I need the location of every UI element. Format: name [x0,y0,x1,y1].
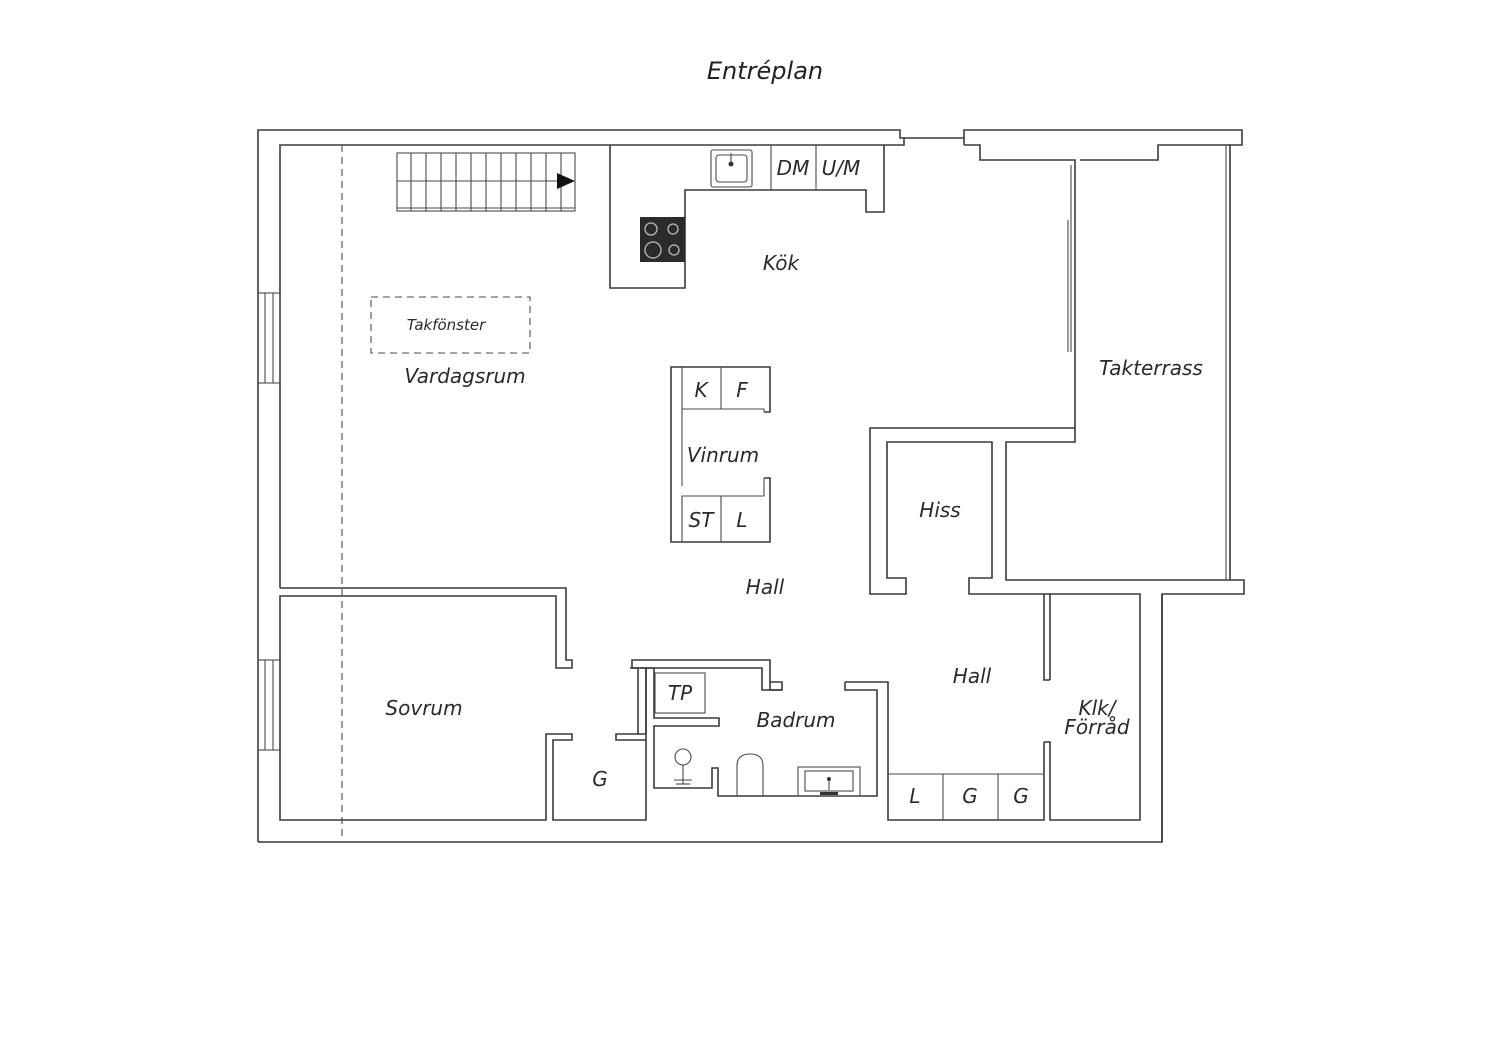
skylight-outline [370,296,531,354]
room-label-takfonster: Takfönster [407,316,486,334]
room-label-badrum: Badrum [756,708,835,732]
room-label-vardagsrum: Vardagsrum [404,364,525,388]
fixture-label-um: U/M [822,156,861,180]
wine-room [670,366,771,543]
room-label-hall-right: Hall [953,664,992,688]
fixture-label-tp: TP [668,681,693,705]
stove-icon [640,217,685,262]
room-label-takterrass: Takterrass [1099,356,1203,380]
fixture-label-g-small: G [592,767,608,791]
bathroom-walls [640,667,1045,821]
fixture-label-k: K [694,378,709,402]
room-label-sovrum: Sovrum [385,696,462,720]
fixture-label-g-closet-1: G [962,784,978,808]
room-label-klk: Klk/ [1079,696,1118,720]
room-label-kok: Kök [763,251,801,275]
bedroom-walls [279,587,783,821]
shower-icon [674,748,692,785]
plan-title: Entréplan [707,57,823,85]
fixture-label-g-closet-2: G [1013,784,1029,808]
room-label-vinrum: Vinrum [687,443,759,467]
stair-arrow-icon [557,173,575,189]
fixture-label-st: ST [689,508,716,532]
toilet-icon [736,753,764,796]
staircase [396,152,576,212]
fixture-label-l-closet: L [909,784,920,808]
elevator-walls [869,427,1228,842]
hall-closets [888,773,1044,820]
kitchen-sink-icon [710,149,753,188]
fixture-label-l: L [736,508,747,532]
fixture-label-f: F [736,378,748,402]
room-label-forrad: Förråd [1064,715,1129,739]
room-label-hall: Hall [746,575,785,599]
washbasin-icon [797,766,861,797]
kitchen-counters [609,145,885,289]
room-label-hiss: Hiss [919,498,960,522]
fixture-label-dm: DM [777,156,810,180]
